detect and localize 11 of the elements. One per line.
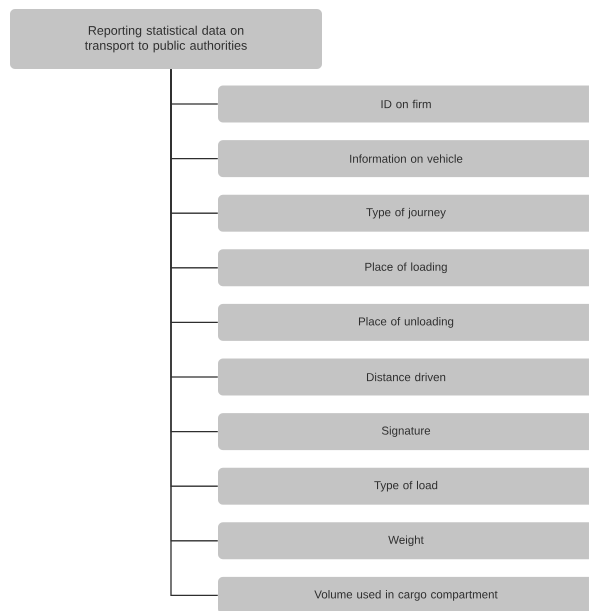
item-box: ID on firm <box>218 86 589 122</box>
item-box: Place of loading <box>218 249 589 286</box>
root-box: Reporting statistical data on transport to public authorities <box>10 9 322 69</box>
item-box: Weight <box>218 522 589 560</box>
item-box: Information on vehicle <box>218 140 589 178</box>
item-box: Distance driven <box>218 358 589 396</box>
item-box: Type of load <box>218 468 589 505</box>
item-box: Type of journey <box>218 194 589 232</box>
item-box: Signature <box>218 413 589 450</box>
item-box: Volume used in cargo compartment <box>218 576 589 611</box>
item-box: Place of unloading <box>218 304 589 341</box>
